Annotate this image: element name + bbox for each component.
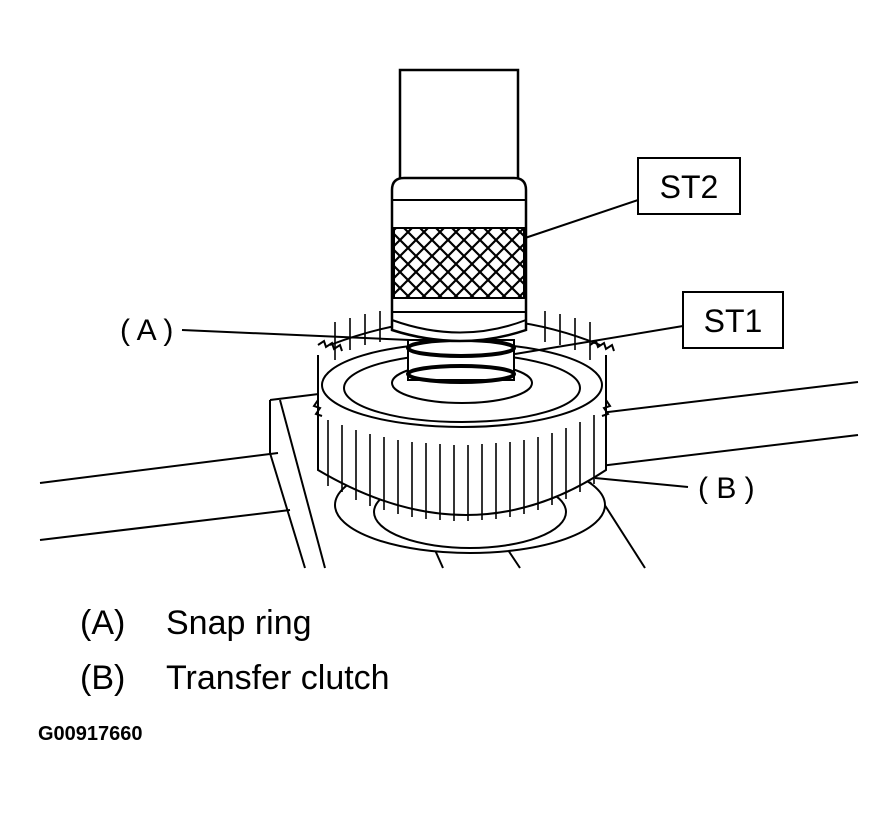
st2-label: ST2 bbox=[660, 169, 719, 205]
special-tool bbox=[390, 68, 528, 343]
st1-callout: ST1 bbox=[682, 291, 784, 349]
workbench bbox=[39, 381, 859, 569]
callout-a-label: ( A ) bbox=[120, 314, 173, 347]
figure-code: G00917660 bbox=[38, 723, 143, 745]
callout-b-label: ( B ) bbox=[698, 472, 755, 505]
transfer-clutch-diagram: ST2 ST1 ( A ) ( B ) bbox=[39, 68, 859, 569]
st1-label: ST1 bbox=[704, 303, 763, 339]
legend-key: (B) bbox=[80, 659, 126, 697]
legend-label: Transfer clutch bbox=[166, 659, 390, 697]
st2-callout: ST2 bbox=[637, 157, 741, 215]
legend-item-transfer-clutch: (B) Transfer clutch bbox=[80, 661, 390, 695]
legend-item-snap-ring: (A) Snap ring bbox=[80, 606, 312, 640]
snap-ring bbox=[406, 338, 516, 384]
transfer-clutch bbox=[312, 311, 615, 554]
leader-lines bbox=[181, 199, 689, 488]
legend-label: Snap ring bbox=[166, 604, 312, 642]
legend-key: (A) bbox=[80, 604, 126, 642]
